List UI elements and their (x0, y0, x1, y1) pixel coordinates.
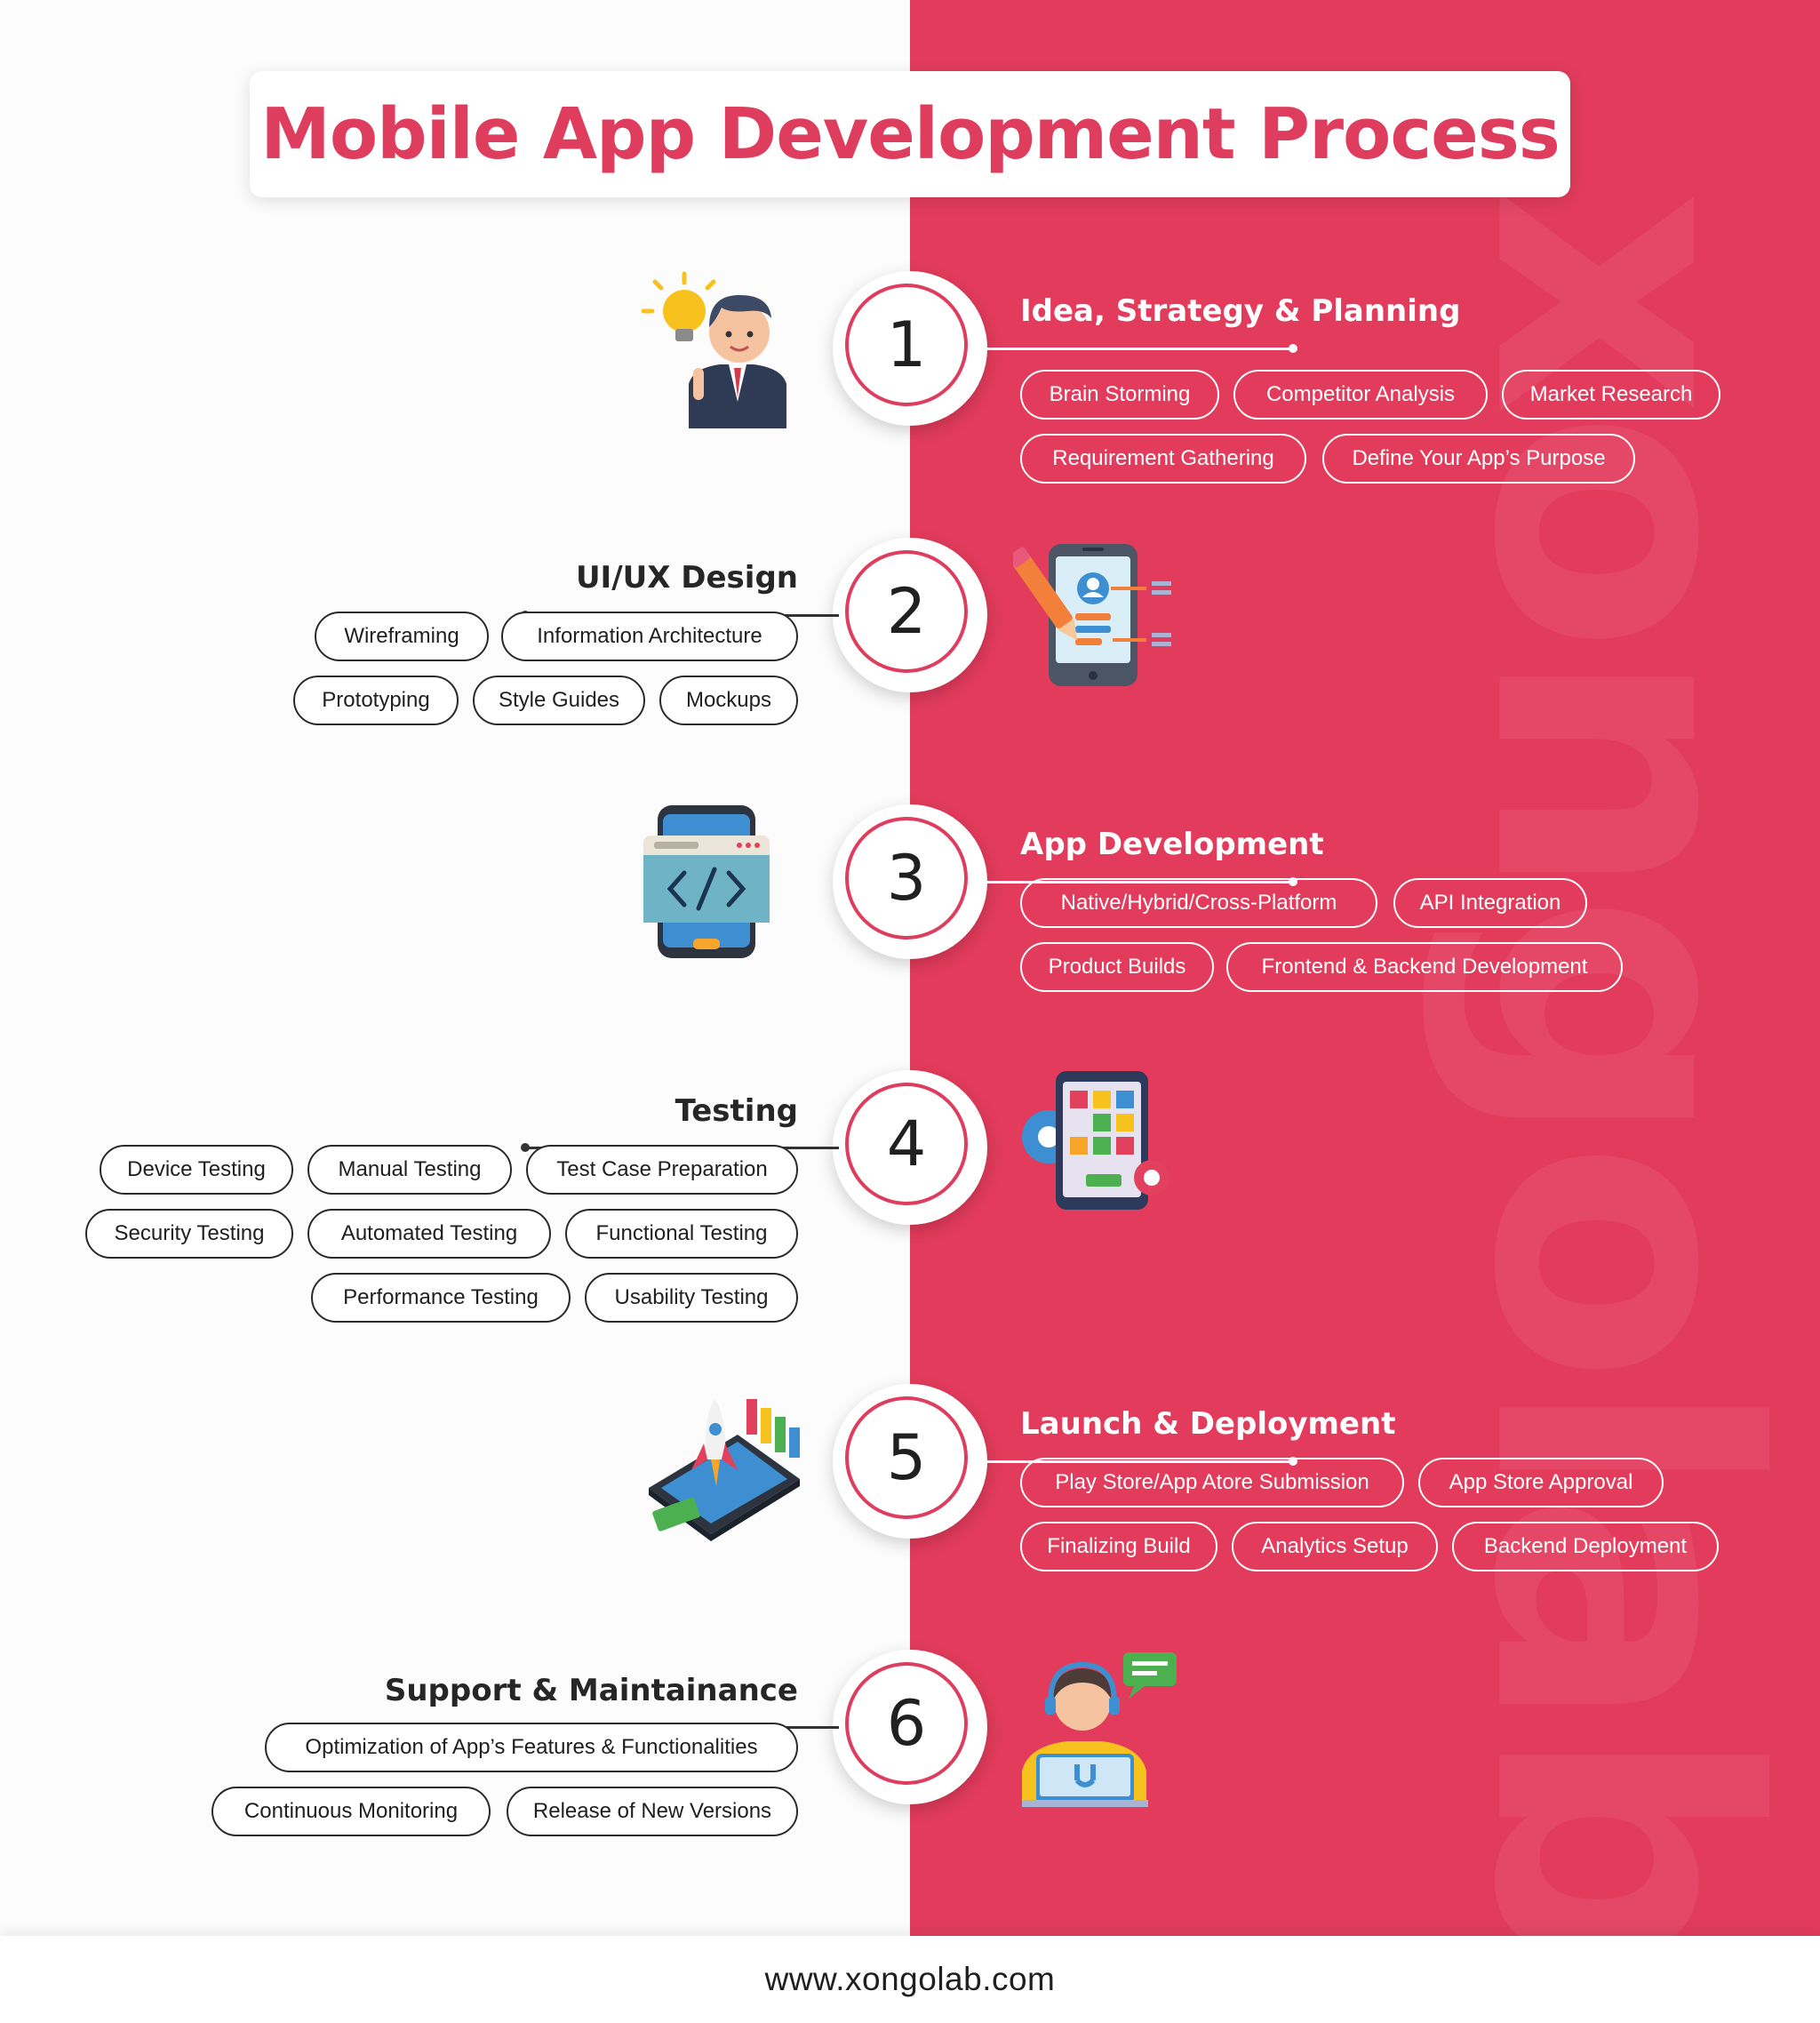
step-number-circle: 1 (833, 271, 987, 426)
heading-connector-dot (1289, 877, 1297, 886)
step-heading: UI/UX Design (575, 560, 798, 596)
tag-pill: Analytics Setup (1232, 1522, 1438, 1571)
tag-pill: Frontend & Backend Development (1226, 942, 1623, 992)
step-heading: Testing (675, 1093, 798, 1129)
support-agent-icon (1013, 1647, 1182, 1811)
heading-connector-line (981, 881, 1296, 884)
heading-connector-line (981, 1460, 1296, 1463)
tag-pill: Manual Testing (307, 1145, 512, 1195)
step-number-circle: 5 (833, 1384, 987, 1539)
tag-pill: Security Testing (85, 1209, 293, 1259)
heading-connector-dot (1289, 344, 1297, 353)
rocket-launch-icon (640, 1381, 809, 1546)
step-heading: Support & Maintainance (384, 1673, 798, 1708)
tag-pill: Device Testing (100, 1145, 293, 1195)
tag-pill: API Integration (1393, 878, 1587, 928)
heading-connector-dot (521, 1143, 530, 1152)
step-number: 3 (845, 817, 968, 940)
tag-pill: Test Case Preparation (526, 1145, 798, 1195)
tag-pill: Backend Deployment (1452, 1522, 1719, 1571)
tag-pill: Information Architecture (501, 612, 798, 661)
tag-pill: Continuous Monitoring (212, 1787, 491, 1836)
tag-pill: Style Guides (473, 676, 645, 725)
tag-pill: Release of New Versions (507, 1787, 798, 1836)
idea-person-icon (640, 268, 800, 433)
tag-pill: Market Research (1502, 370, 1720, 420)
tag-pill: Automated Testing (307, 1209, 551, 1259)
footer-url[interactable]: www.xongolab.com (764, 1961, 1056, 1997)
tag-pill: Play Store/App Atore Submission (1020, 1458, 1404, 1507)
ui-ux-phone-icon (1008, 535, 1182, 700)
tag-pill: Finalizing Build (1020, 1522, 1217, 1571)
tag-pill: Prototyping (293, 676, 459, 725)
tag-pill: Functional Testing (565, 1209, 798, 1259)
step-number-circle: 3 (833, 804, 987, 959)
step-number: 2 (845, 550, 968, 673)
page-title: Mobile App Development Process (260, 93, 1561, 175)
right-panel (910, 0, 1820, 1936)
tag-pill: Requirement Gathering (1020, 434, 1306, 484)
tag-pill: Native/Hybrid/Cross-Platform (1020, 878, 1377, 928)
tag-pill: Wireframing (315, 612, 489, 661)
step-heading: Idea, Strategy & Planning (1020, 293, 1461, 329)
tag-pill: Brain Storming (1020, 370, 1219, 420)
step-heading: Launch & Deployment (1020, 1406, 1396, 1442)
heading-connector-dot (1289, 1457, 1297, 1466)
tag-pill: Define Your App’s Purpose (1322, 434, 1635, 484)
tag-pill: Product Builds (1020, 942, 1214, 992)
tag-pill: Usability Testing (585, 1273, 798, 1323)
step-number-circle: 4 (833, 1070, 987, 1225)
step-number-circle: 2 (833, 538, 987, 692)
footer (0, 1936, 1820, 2023)
testing-tablet-icon (1013, 1067, 1182, 1223)
tag-pill: Competitor Analysis (1233, 370, 1488, 420)
tag-pill: Performance Testing (311, 1273, 571, 1323)
step-number-circle: 6 (833, 1650, 987, 1804)
code-phone-icon (640, 802, 773, 966)
watermark: xongolab (1416, 188, 1820, 1972)
step-number: 5 (845, 1396, 968, 1519)
tag-pill: Mockups (659, 676, 798, 725)
step-number: 6 (845, 1662, 968, 1785)
step-heading: App Development (1020, 827, 1324, 862)
tag-pill: Optimization of App’s Features & Functio… (265, 1723, 798, 1772)
title-card: Mobile App Development Process (250, 71, 1570, 197)
tag-pill: App Store Approval (1418, 1458, 1664, 1507)
step-number: 1 (845, 284, 968, 406)
heading-connector-line (981, 348, 1296, 350)
step-number: 4 (845, 1083, 968, 1205)
